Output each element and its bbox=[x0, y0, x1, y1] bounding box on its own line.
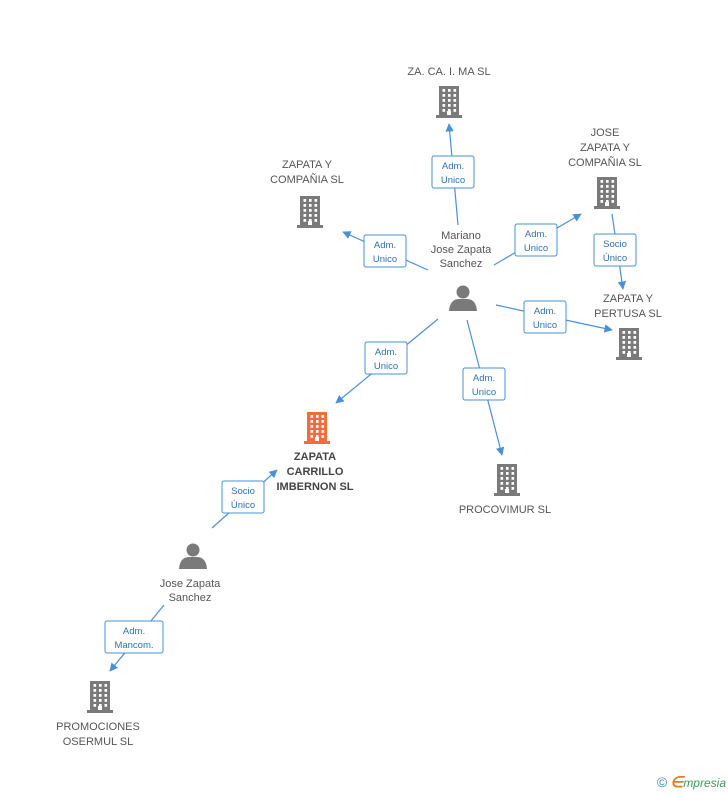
node-label-line: PROMOCIONES bbox=[56, 721, 140, 733]
building-icon bbox=[297, 196, 323, 228]
node-label-line: ZAPATA bbox=[294, 451, 336, 463]
edge-label-line: Adm. bbox=[374, 240, 396, 251]
edge-label-box[interactable] bbox=[431, 155, 475, 189]
brand-logo-initial: ∈ bbox=[670, 774, 684, 791]
edge-label-box[interactable] bbox=[523, 300, 567, 334]
building-icon-highlighted bbox=[304, 412, 330, 444]
node-label-line: ZA. CA. I. MA SL bbox=[407, 66, 490, 78]
node-label-line: JOSE bbox=[591, 127, 620, 139]
node-jose_zapata_y_compania[interactable]: JOSE ZAPATA Y COMPAÑIA SL bbox=[568, 127, 642, 209]
person-icon bbox=[449, 285, 477, 311]
node-label-line: CARRILLO bbox=[287, 466, 344, 478]
edge-label-box[interactable] bbox=[593, 233, 637, 267]
node-procovimur[interactable]: PROCOVIMUR SL bbox=[459, 464, 551, 516]
edge-label-line: Unico bbox=[472, 387, 496, 398]
node-label-line: Mariano bbox=[441, 230, 481, 242]
edge-label-box[interactable] bbox=[514, 223, 558, 257]
edge-label-line: Adm. bbox=[473, 373, 495, 384]
building-icon bbox=[494, 464, 520, 496]
edge-label-line: Socio bbox=[231, 486, 255, 497]
node-zapata_y_compania[interactable]: ZAPATA Y COMPAÑIA SL bbox=[270, 159, 344, 228]
edge-mariano-to-zapata_carrillo: Adm. Unico bbox=[335, 318, 439, 404]
edge-label-box[interactable] bbox=[462, 367, 506, 401]
edge-jose_zapata-to-promociones: Adm. Mancom. bbox=[104, 604, 165, 672]
edge-label-line: Unico bbox=[533, 320, 557, 331]
edge-mariano-to-procovimur: Adm. Unico bbox=[462, 319, 506, 456]
edge-label-box[interactable] bbox=[364, 341, 408, 375]
edge-label-box[interactable] bbox=[363, 234, 407, 268]
node-label-line: OSERMUL SL bbox=[63, 736, 134, 748]
node-label-line: COMPAÑIA SL bbox=[270, 173, 344, 186]
node-label-line: IMBERNON SL bbox=[277, 481, 354, 493]
nodes-layer: ZA. CA. I. MA SL ZAPATA Y COMPAÑIA SL JOSE Z… bbox=[56, 66, 662, 748]
person-icon bbox=[179, 543, 207, 569]
edge-label-line: Adm. bbox=[375, 347, 397, 358]
edge-label-line: Adm. bbox=[534, 306, 556, 317]
edge-mariano-to-za_ca_ima: Adm. Unico bbox=[431, 123, 475, 226]
edge-mariano-to-zapata_y_compania: Adm. Unico bbox=[342, 231, 429, 271]
node-label-line: Sanchez bbox=[169, 592, 212, 604]
node-za_ca_ima[interactable]: ZA. CA. I. MA SL bbox=[407, 66, 491, 118]
node-zapata_carrillo[interactable]: ZAPATA CARRILLO IMBERNON SL bbox=[277, 412, 354, 493]
edge-mariano-to-zapata_y_pertusa: Adm. Unico bbox=[495, 300, 613, 334]
node-label-line: ZAPATA Y bbox=[282, 159, 333, 171]
edge-label-line: Adm. bbox=[123, 626, 145, 637]
node-label-line: ZAPATA Y bbox=[603, 293, 654, 305]
node-label-line: Sanchez bbox=[440, 258, 483, 270]
building-icon bbox=[87, 681, 113, 713]
edge-label-line: Único bbox=[603, 253, 627, 264]
edge-label-line: Mancom. bbox=[114, 640, 153, 651]
node-promociones[interactable]: PROMOCIONES OSERMUL SL bbox=[56, 681, 140, 748]
node-label-line: PERTUSA SL bbox=[594, 308, 662, 320]
edge-label-line: Unico bbox=[524, 243, 548, 254]
edge-label-line: Unico bbox=[374, 361, 398, 372]
edge-label-line: Unico bbox=[441, 175, 465, 186]
node-label-line: Jose Zapata bbox=[431, 244, 492, 256]
copyright-icon: © bbox=[656, 774, 668, 790]
edge-label-line: Único bbox=[231, 500, 255, 511]
node-label-line: ZAPATA Y bbox=[580, 142, 631, 154]
node-zapata_y_pertusa[interactable]: ZAPATA Y PERTUSA SL bbox=[594, 293, 662, 360]
node-label-line: PROCOVIMUR SL bbox=[459, 504, 551, 516]
brand-logo-text: mpresia bbox=[683, 776, 726, 790]
edge-label-box[interactable] bbox=[221, 480, 265, 514]
edge-label-line: Unico bbox=[373, 254, 397, 265]
building-icon bbox=[594, 177, 620, 209]
node-label-line: Jose Zapata bbox=[160, 578, 221, 590]
edge-mariano-to-jose_zapata_y_compania: Adm. Unico bbox=[493, 213, 582, 266]
edge-label-line: Socio bbox=[603, 239, 627, 250]
node-label-line: COMPAÑIA SL bbox=[568, 156, 642, 169]
brand-footer: ©∈mpresia bbox=[657, 773, 726, 791]
building-icon bbox=[616, 328, 642, 360]
building-icon bbox=[436, 86, 462, 118]
edge-label-line: Adm. bbox=[442, 161, 464, 172]
edge-label-line: Adm. bbox=[525, 229, 547, 240]
edge-label-box[interactable] bbox=[104, 620, 164, 654]
